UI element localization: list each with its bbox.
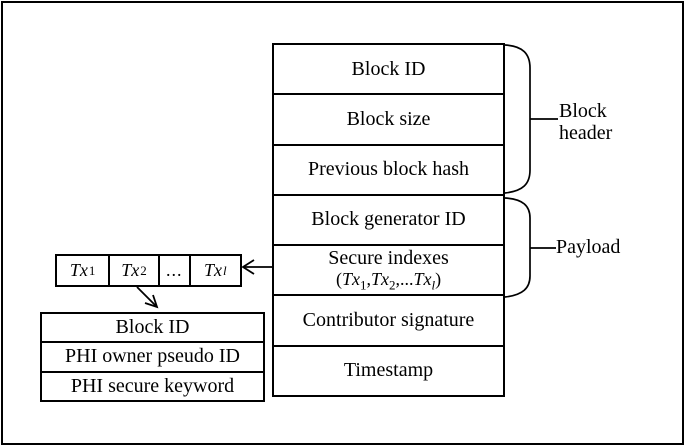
stack-row-timestamp: Timestamp: [274, 344, 503, 395]
left-arrow-icon: [241, 259, 272, 275]
record-row-phi-secure-keyword: PHI secure keyword: [42, 370, 263, 400]
secure-indexes-title: Secure indexes: [328, 247, 449, 270]
secure-indexes-formula: (Tx1,Tx2,...Txl): [336, 270, 441, 292]
block-stack: Block ID Block size Previous block hash …: [272, 43, 505, 397]
payload-label-text: Payload: [556, 236, 621, 258]
stack-row-label: Block ID: [351, 57, 426, 80]
ellipsis-label: ...: [165, 260, 183, 280]
formula-part: ,...: [395, 269, 414, 290]
block-header-label-line2: header: [559, 122, 613, 144]
formula-part: l: [431, 277, 436, 293]
formula-part: Tx: [413, 269, 432, 290]
block-header-brace: [504, 44, 558, 194]
stack-row-label: Previous block hash: [307, 158, 470, 181]
record-row-label: PHI secure keyword: [70, 374, 235, 397]
record-row-label: Block ID: [115, 316, 190, 339]
tx-label: Tx: [204, 260, 223, 280]
stack-row-contributor-signature: Contributor signature: [274, 294, 503, 344]
formula-part: ): [435, 269, 442, 290]
tx-subscript: l: [223, 262, 227, 278]
block-header-label-line1: Block: [559, 100, 607, 122]
record-row-phi-owner-pseudo-id: PHI owner pseudo ID: [42, 341, 263, 370]
transaction-record-stack: Block ID PHI owner pseudo ID PHI secure …: [40, 312, 265, 402]
tx-label: Tx: [121, 260, 140, 280]
stack-row-label: Timestamp: [343, 359, 434, 382]
stack-row-previous-block-hash: Previous block hash: [274, 143, 503, 194]
formula-part: 1: [359, 277, 367, 293]
tx-subscript: 1: [88, 262, 96, 278]
stack-row-block-size: Block size: [274, 93, 503, 143]
tx-subscript: 2: [140, 262, 147, 278]
tx-label: Tx: [69, 260, 88, 280]
formula-part: 2: [388, 277, 396, 293]
stack-row-block-id: Block ID: [274, 45, 503, 93]
formula-part: (: [335, 269, 342, 290]
stack-row-label: Contributor signature: [302, 309, 475, 332]
stack-row-label: Block size: [346, 107, 431, 130]
block-header-label: Block header: [559, 100, 612, 144]
stack-row-label: Block generator ID: [311, 208, 466, 231]
stack-row-block-generator-id: Block generator ID: [274, 193, 503, 244]
record-row-label: PHI owner pseudo ID: [65, 345, 240, 368]
payload-brace: [504, 197, 556, 298]
diagonal-arrow-icon: [136, 286, 159, 309]
formula-part: Tx: [370, 269, 389, 290]
formula-part: Tx: [341, 269, 360, 290]
record-row-block-id: Block ID: [42, 314, 263, 341]
tx-cell-ellipsis: ...: [157, 256, 189, 285]
formula-part: ,: [366, 269, 371, 290]
payload-label: Payload: [556, 236, 620, 258]
stack-row-secure-indexes: Secure indexes (Tx1,Tx2,...Txl): [274, 244, 503, 294]
